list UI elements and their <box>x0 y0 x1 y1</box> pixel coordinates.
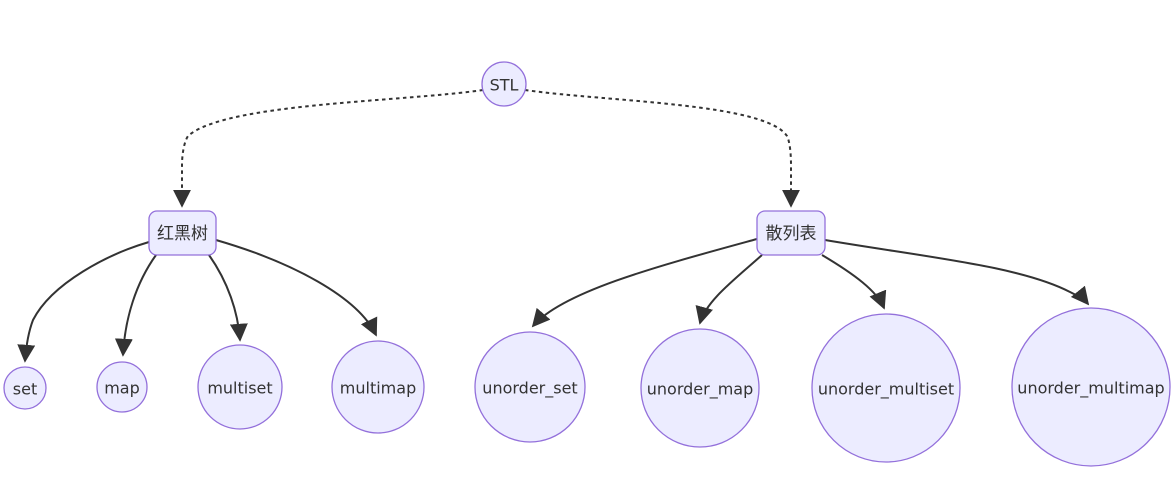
node-unorder_set-label: unorder_set <box>482 379 577 399</box>
node-unorder_multiset: unorder_multiset <box>811 313 961 463</box>
node-unorder_map: unorder_map <box>640 328 760 448</box>
node-map-label: map <box>104 379 140 398</box>
edge-layer <box>17 89 1090 363</box>
edge-rbtree-to-map <box>114 254 157 357</box>
edge-stl-to-hash <box>524 89 800 208</box>
node-multimap: multimap <box>331 340 425 434</box>
edge-rbtree-to-multimap <box>215 239 378 337</box>
node-unorder_set: unorder_set <box>474 331 586 443</box>
node-unorder_multimap-shape <box>1011 307 1171 467</box>
node-rbtree-shape <box>148 210 217 256</box>
node-multiset-shape <box>197 344 283 430</box>
node-set: set <box>3 366 47 410</box>
edge-hash-to-unorder_map <box>695 254 763 325</box>
node-unorder_multimap: unorder_multimap <box>1011 307 1171 467</box>
node-unorder_multimap-label: unorder_multimap <box>1017 379 1164 399</box>
node-unorder_map-label: unorder_map <box>647 380 754 400</box>
node-hash-label: 散列表 <box>766 224 817 244</box>
node-hash: 散列表 <box>756 210 826 256</box>
node-hash-shape <box>756 210 826 256</box>
node-rbtree-label: 红黑树 <box>157 224 208 244</box>
node-unorder_set-shape <box>474 331 586 443</box>
edge-rbtree-to-multiset <box>208 254 248 342</box>
edge-hash-to-unorder_multimap <box>824 239 1090 306</box>
node-unorder_multiset-label: unorder_multiset <box>818 380 954 400</box>
node-multimap-shape <box>331 340 425 434</box>
node-multiset: multiset <box>197 344 283 430</box>
node-stl: STL <box>481 61 527 107</box>
node-set-label: set <box>13 380 37 399</box>
node-stl-label: STL <box>490 76 519 95</box>
node-stl-shape <box>481 61 527 107</box>
node-multiset-label: multiset <box>207 379 272 398</box>
edge-stl-to-rbtree <box>173 89 484 208</box>
edge-hash-to-unorder_set <box>531 238 758 328</box>
node-map: map <box>96 361 148 413</box>
edge-rbtree-to-set <box>17 241 150 363</box>
node-rbtree: 红黑树 <box>148 210 217 256</box>
node-set-shape <box>3 366 47 410</box>
edge-hash-to-unorder_multiset <box>821 254 887 310</box>
node-unorder_map-shape <box>640 328 760 448</box>
node-map-shape <box>96 361 148 413</box>
node-multimap-label: multimap <box>340 379 416 398</box>
node-unorder_multiset-shape <box>811 313 961 463</box>
